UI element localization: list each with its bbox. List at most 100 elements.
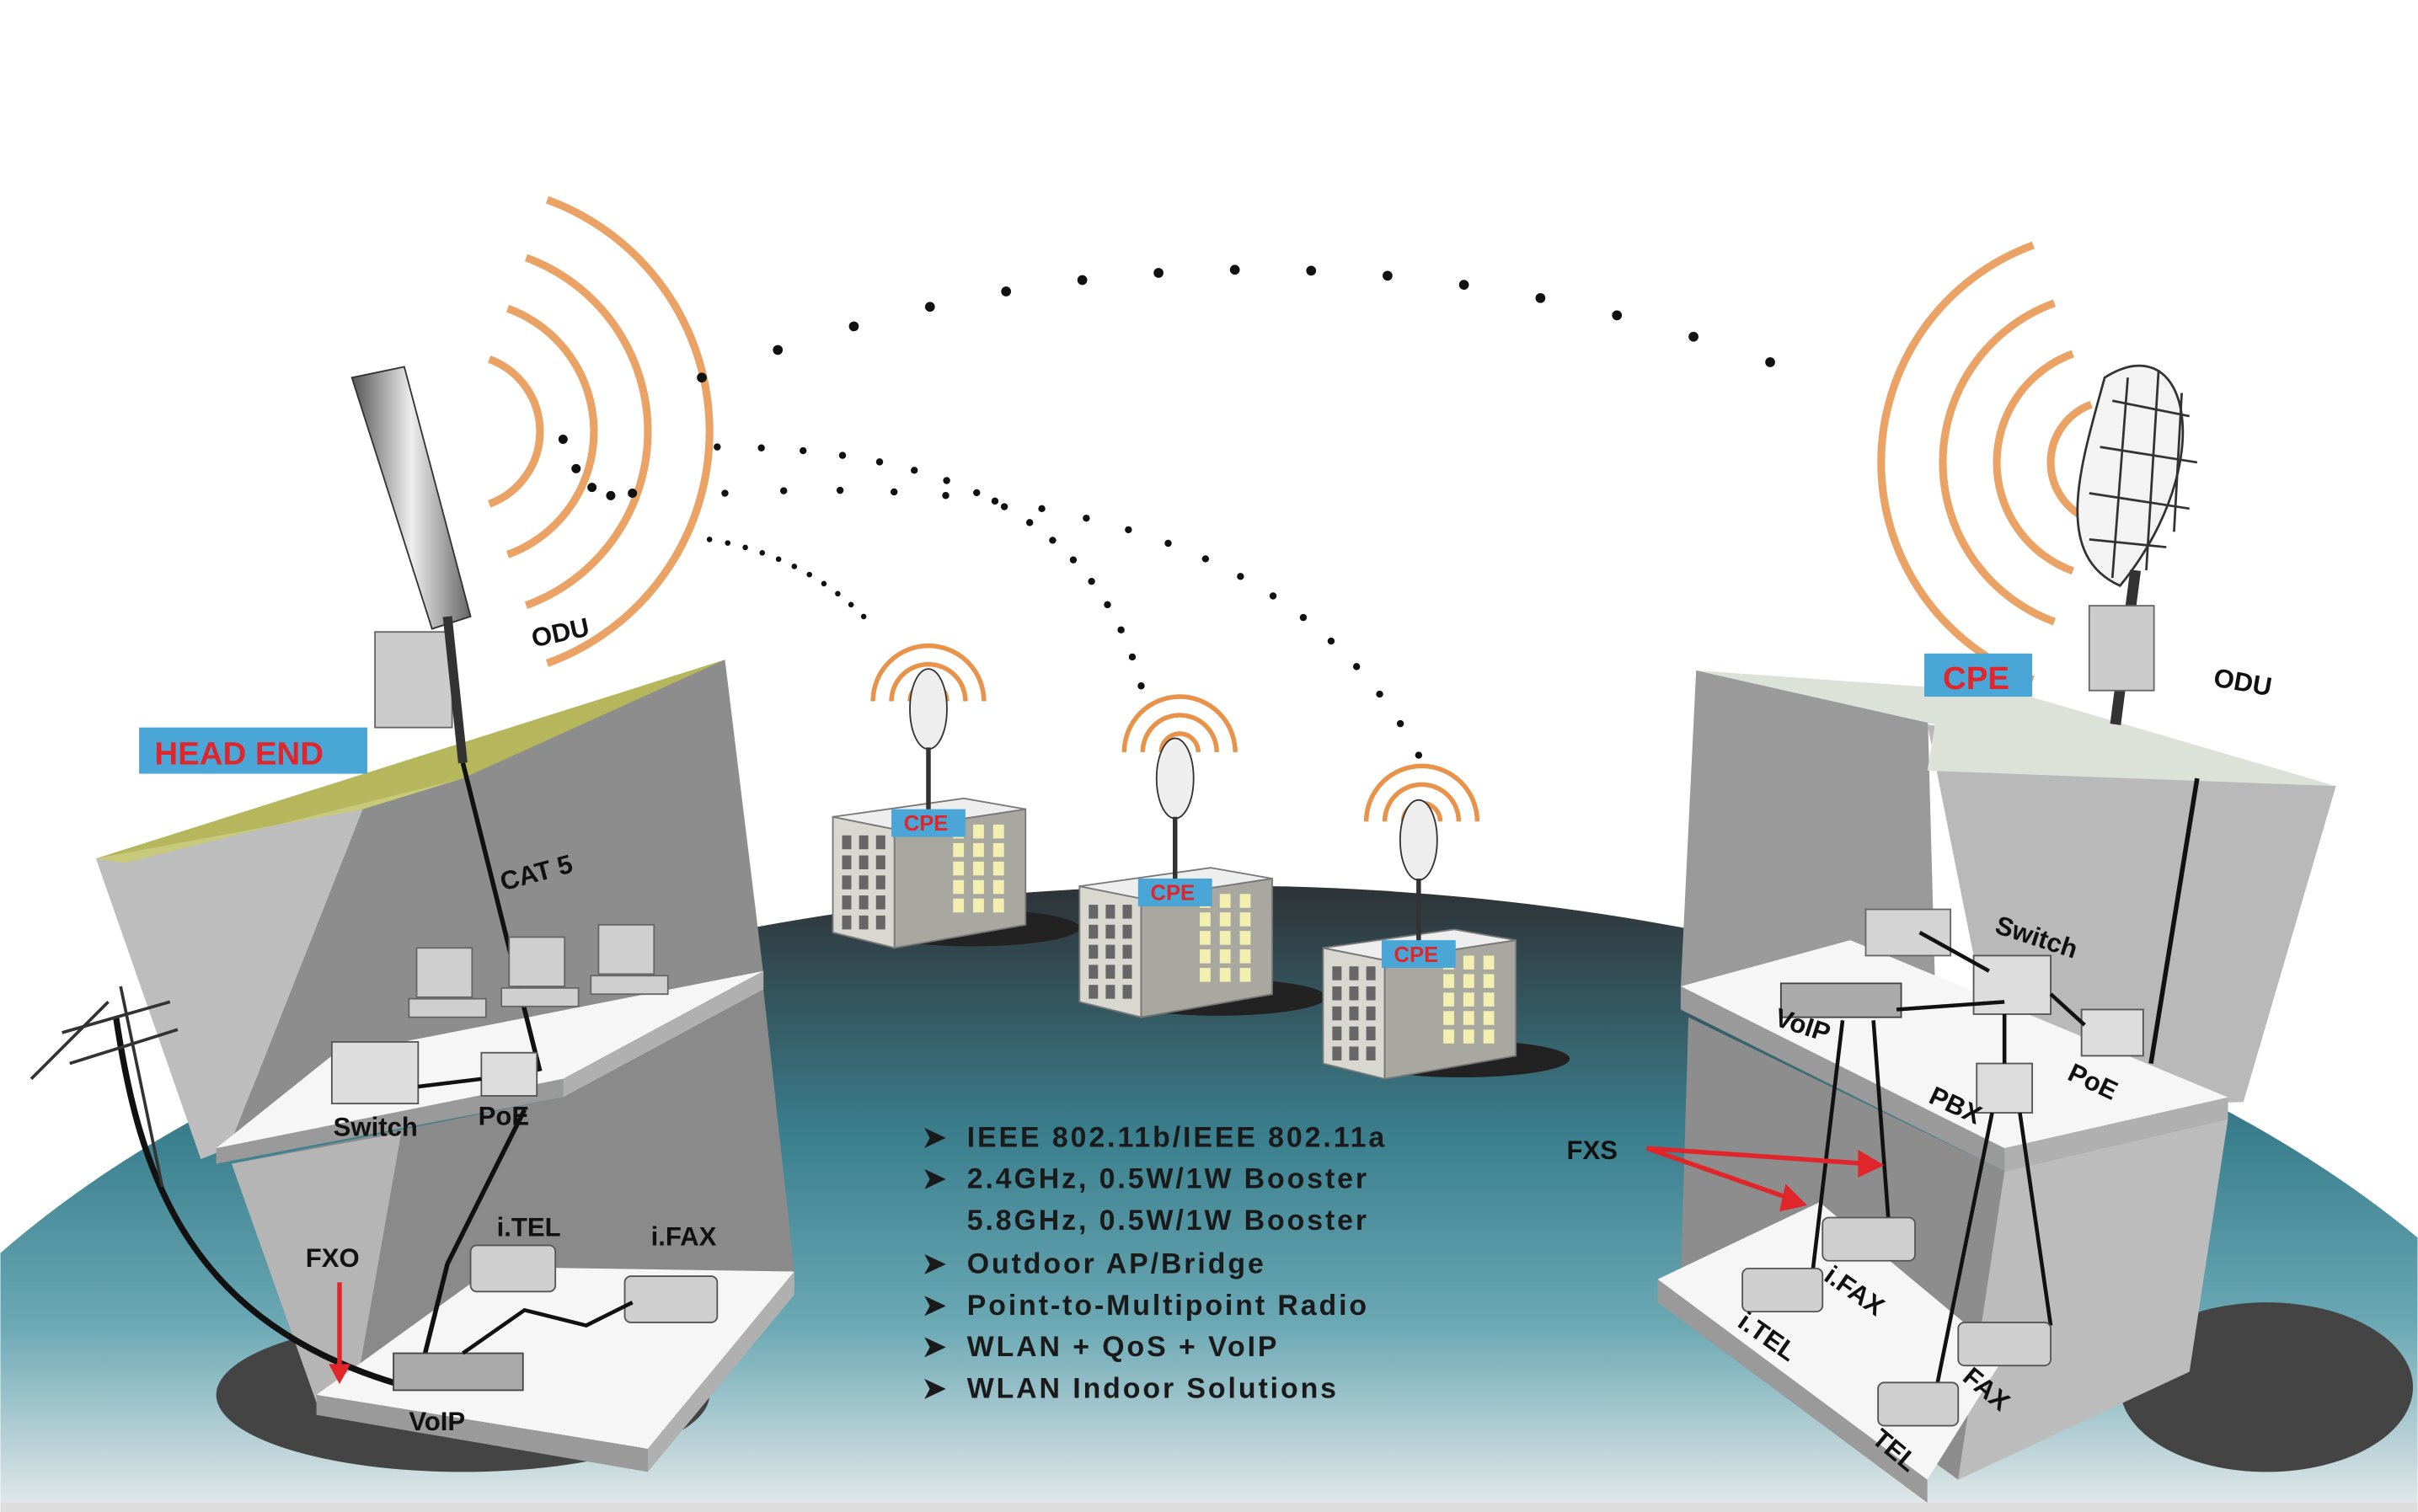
link-dot [860,613,867,620]
link-dot [1269,592,1277,600]
utility-pole-icon [29,986,179,1188]
window [1105,924,1115,939]
link-dot [721,489,729,497]
cpe-badge [1924,653,2033,697]
cpe-building-right [1645,364,2414,1504]
link-dot [924,302,935,313]
signal-arc [1121,694,1238,752]
window [1483,1029,1495,1044]
window [992,824,1004,839]
window [1349,1006,1359,1021]
link-dot [1000,503,1008,510]
link-dot [1765,357,1775,367]
window [1219,968,1231,982]
window [973,824,984,839]
signal-arc [506,304,598,558]
itel-label: i.TEL [497,1212,561,1242]
svg-text:➤: ➤ [923,1290,949,1322]
feature-item: ➤Outdoor AP/Bridge [923,1248,1264,1280]
switch-icon [330,1041,420,1105]
window [875,895,885,910]
signal-arc [1140,713,1219,752]
window [953,879,965,895]
link-dot [1049,537,1057,544]
window [1366,966,1376,980]
feature-item: ➤WLAN + QoS + VoIP [923,1331,1280,1363]
link-dot [1001,286,1012,297]
window [842,855,852,869]
feature-list: ➤IEEE 802.11b/IEEE 802.11a ➤2.4GHz, 0.5W… [923,1121,1385,1404]
window [1443,1029,1454,1044]
link-dot [587,483,597,493]
window [859,915,869,930]
window [1463,992,1474,1007]
odu-label-right: ODU [2212,663,2274,702]
signal-arc [545,195,714,667]
link-dot [779,487,788,494]
window [1089,924,1099,939]
link-dot [1038,505,1046,513]
window [992,879,1004,895]
window [973,861,984,876]
fax-icon [623,1275,719,1323]
link-dot [1688,331,1698,342]
window [1483,1011,1495,1025]
telephone-icon [1741,1267,1824,1313]
link-dot [1612,310,1623,321]
link-dot [706,537,713,542]
window [1332,1026,1342,1041]
link-dot [1201,555,1210,563]
link-dot [1352,663,1361,671]
window [1332,1046,1342,1061]
head-end-label: HEAD END [154,736,324,772]
signal-arc [889,661,968,702]
link-dot [1104,601,1111,609]
cpe-building: CPE [1078,737,1327,1018]
link-dot [973,489,981,497]
cpe-label: CPE [1394,943,1439,967]
link-dot [1458,280,1469,290]
svg-text:Point-to-Multipoint Radio: Point-to-Multipoint Radio [967,1290,1369,1322]
link-dot [1396,719,1404,728]
window [1332,1006,1342,1021]
window [1483,992,1495,1007]
window [842,835,852,850]
signal-arc [524,254,652,609]
link-dot [742,544,748,551]
telephone-icon [469,1244,557,1293]
window [842,915,852,930]
link-dot [1164,539,1172,548]
grid-antenna-icon [909,668,948,751]
poe-label: PoE [479,1102,529,1131]
window [992,861,1004,876]
window [1239,949,1251,964]
window [1239,912,1251,927]
link-dot [848,321,859,332]
window [1219,912,1231,927]
cpe-label: CPE [1150,882,1195,906]
feature-item: 5.8GHz, 0.5W/1W Booster [967,1205,1367,1237]
window [1349,1026,1359,1041]
link-dot [806,571,813,578]
link-dot [1306,265,1317,276]
link-dot [1077,275,1088,286]
window [842,875,852,890]
signal-arc [1939,299,2056,626]
link-dot [1088,577,1095,585]
link-dot [1299,613,1308,622]
link-dot [1535,292,1546,303]
window [1483,974,1495,988]
window [1443,974,1454,988]
cpe-badge [891,809,966,837]
window [1089,964,1099,979]
link-dot [836,486,844,494]
window [1122,924,1132,939]
svg-text:WLAN + QoS + VoIP: WLAN + QoS + VoIP [967,1331,1280,1363]
link-dot [571,463,581,473]
window [953,898,965,913]
link-dot [1137,682,1145,690]
cpe-badge [1137,878,1212,906]
link-dot [1415,751,1423,759]
window [1105,985,1115,999]
window [1463,1029,1474,1044]
